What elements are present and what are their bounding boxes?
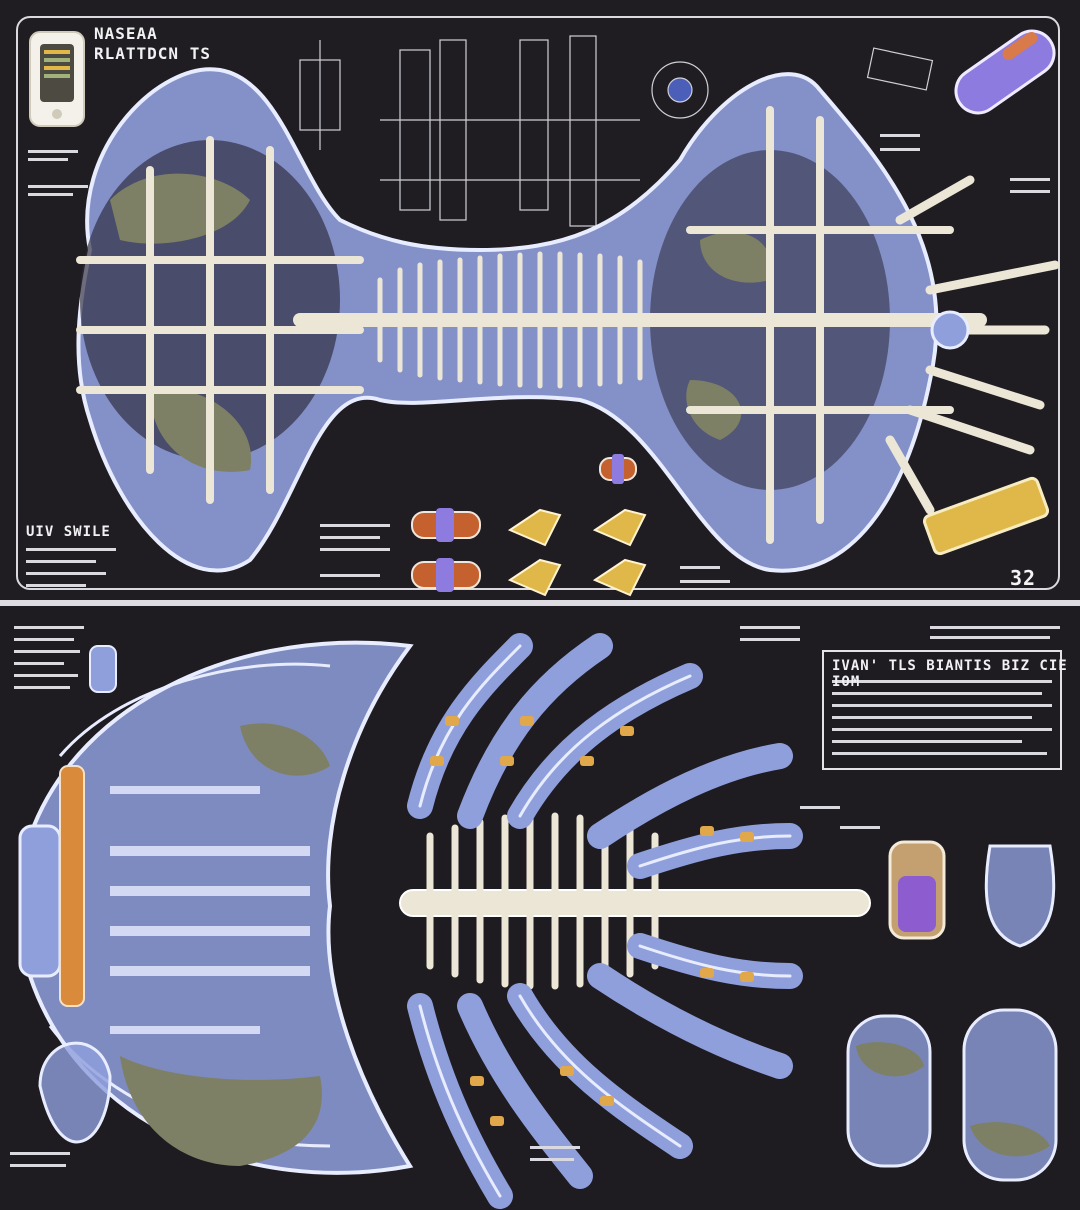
bottom-poster-panel: IVAN' TLS BIANTIS BIZ CIE IOM [0, 606, 1080, 1210]
infobox-text-lines [832, 680, 1052, 755]
top-blueprint-illustration [26, 29, 1060, 597]
spine-ribs [377, 251, 643, 389]
technical-sketches [299, 35, 934, 227]
capsule-icon [954, 29, 1056, 115]
info-box [822, 650, 1062, 770]
bottom-blueprint-illustration [10, 626, 1060, 1209]
handheld-device-icon [29, 31, 85, 127]
annotation-text-lines [26, 134, 1050, 587]
bottom-spine [399, 812, 871, 990]
parts-row [411, 454, 1050, 597]
tentacle-outlines [418, 644, 792, 1198]
top-title-line2: RLATTDCN TS [94, 44, 211, 63]
bottom-annotation-lines [10, 626, 1060, 1167]
tentacle-segments [430, 716, 754, 1126]
tendrils [885, 175, 1060, 515]
panel-divider [0, 600, 1080, 606]
top-side-label: UIV SWILE [26, 524, 111, 540]
top-title-line1: NASEAA [94, 24, 158, 43]
specimen-jars [38, 645, 1058, 1182]
bottom-title: IVAN' TLS BIANTIS BIZ CIE IOM [832, 658, 1068, 690]
dome-shell [18, 640, 414, 1175]
top-badge: 32 [1010, 566, 1037, 590]
joint-node [930, 310, 970, 350]
top-poster-panel: NASEAA RLATTDCN TS UIV SWILE 32 [0, 0, 1080, 600]
